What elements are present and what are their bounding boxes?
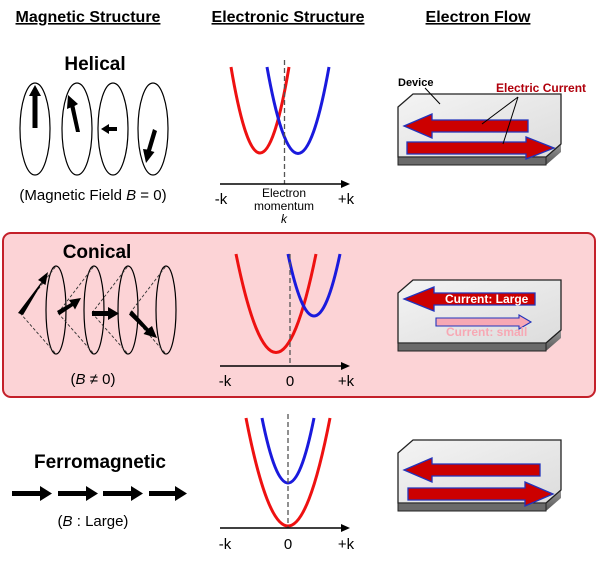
ferro-spin-arrows <box>12 486 187 501</box>
arrow-left-red <box>402 457 541 483</box>
axis-label-momentum: momentum <box>254 199 314 213</box>
conical-title: Conical <box>63 242 132 263</box>
ferro-caption: (B : Large) <box>58 513 129 530</box>
current-large-label: Current: Large <box>445 292 529 306</box>
arrow-right-red <box>406 136 556 160</box>
helical-caption: (Magnetic Field B = 0) <box>19 187 166 204</box>
helical-spin-arrows <box>29 85 157 163</box>
spin-arrow <box>103 486 143 501</box>
device-front <box>397 502 547 512</box>
spin-arrow <box>101 124 117 134</box>
ferro-device <box>397 439 562 512</box>
arrow-right-red <box>407 481 555 507</box>
axis-neg-k: -k <box>215 191 228 208</box>
current-pointer <box>502 96 519 145</box>
header-flow: Electron Flow <box>426 9 531 26</box>
device-label: Device <box>398 77 433 89</box>
axis-neg-k: -k <box>219 536 232 553</box>
spin-ellipse <box>117 265 139 355</box>
axis-pos-k: +k <box>338 536 355 553</box>
spin-arrow <box>67 95 80 132</box>
electric-current-label: Electric Current <box>496 81 586 95</box>
axis-label-electron: Electron <box>262 186 306 200</box>
current-pointer <box>481 96 519 125</box>
helical-spins <box>19 82 169 176</box>
spin-arrow <box>92 307 119 320</box>
device-front <box>397 342 547 352</box>
k-axis-arrowhead <box>341 180 350 188</box>
helical-device: Device Electric Current <box>397 77 586 166</box>
conical-caption: (B ≠ 0) <box>71 371 116 388</box>
spin-arrow <box>29 85 41 128</box>
conical-device: Current: Large Current: small <box>397 279 562 352</box>
spin-ellipse <box>155 265 177 355</box>
spin-ellipse <box>137 82 169 176</box>
spin-arrow <box>57 298 81 315</box>
axis-pos-k: +k <box>338 373 355 390</box>
arrow-left-large <box>402 286 536 312</box>
band-red <box>229 66 291 155</box>
spin-ellipse <box>61 82 93 176</box>
spin-arrow <box>129 310 157 338</box>
arrow-left-red <box>402 113 529 139</box>
helical-title: Helical <box>64 54 125 75</box>
spin-arrow <box>149 486 187 501</box>
arrow-right-small <box>435 314 533 330</box>
spin-arrow <box>12 486 52 501</box>
band-red <box>234 253 318 354</box>
ferro-band-plot: -k 0 +k <box>219 414 355 553</box>
spin-arrow <box>18 272 48 315</box>
spin-arrow <box>143 129 157 163</box>
current-small-label: Current: small <box>446 325 527 339</box>
spin-arrow <box>58 486 98 501</box>
axis-zero: 0 <box>284 536 292 553</box>
spin-ellipse <box>19 82 51 176</box>
spin-ellipse <box>97 82 129 176</box>
spin-ellipse <box>83 265 105 355</box>
k-axis-arrowhead <box>341 524 350 532</box>
axis-label-k: k <box>281 212 288 226</box>
axis-neg-k: -k <box>219 373 232 390</box>
device-pointer <box>424 87 441 105</box>
axis-pos-k: +k <box>338 191 355 208</box>
conical-band-plot: -k 0 +k <box>219 253 355 390</box>
axis-zero: 0 <box>286 373 294 390</box>
helical-band-plot: -k +k Electron momentum k <box>215 60 355 226</box>
band-blue <box>286 253 342 318</box>
k-axis-arrowhead <box>341 362 350 370</box>
device-front <box>397 156 547 166</box>
conical-panel <box>2 232 596 398</box>
header-magnetic: Magnetic Structure <box>16 9 161 26</box>
header-electronic: Electronic Structure <box>212 9 365 26</box>
ferro-title: Ferromagnetic <box>34 452 166 473</box>
band-blue <box>265 66 331 155</box>
conical-spins <box>18 265 177 355</box>
